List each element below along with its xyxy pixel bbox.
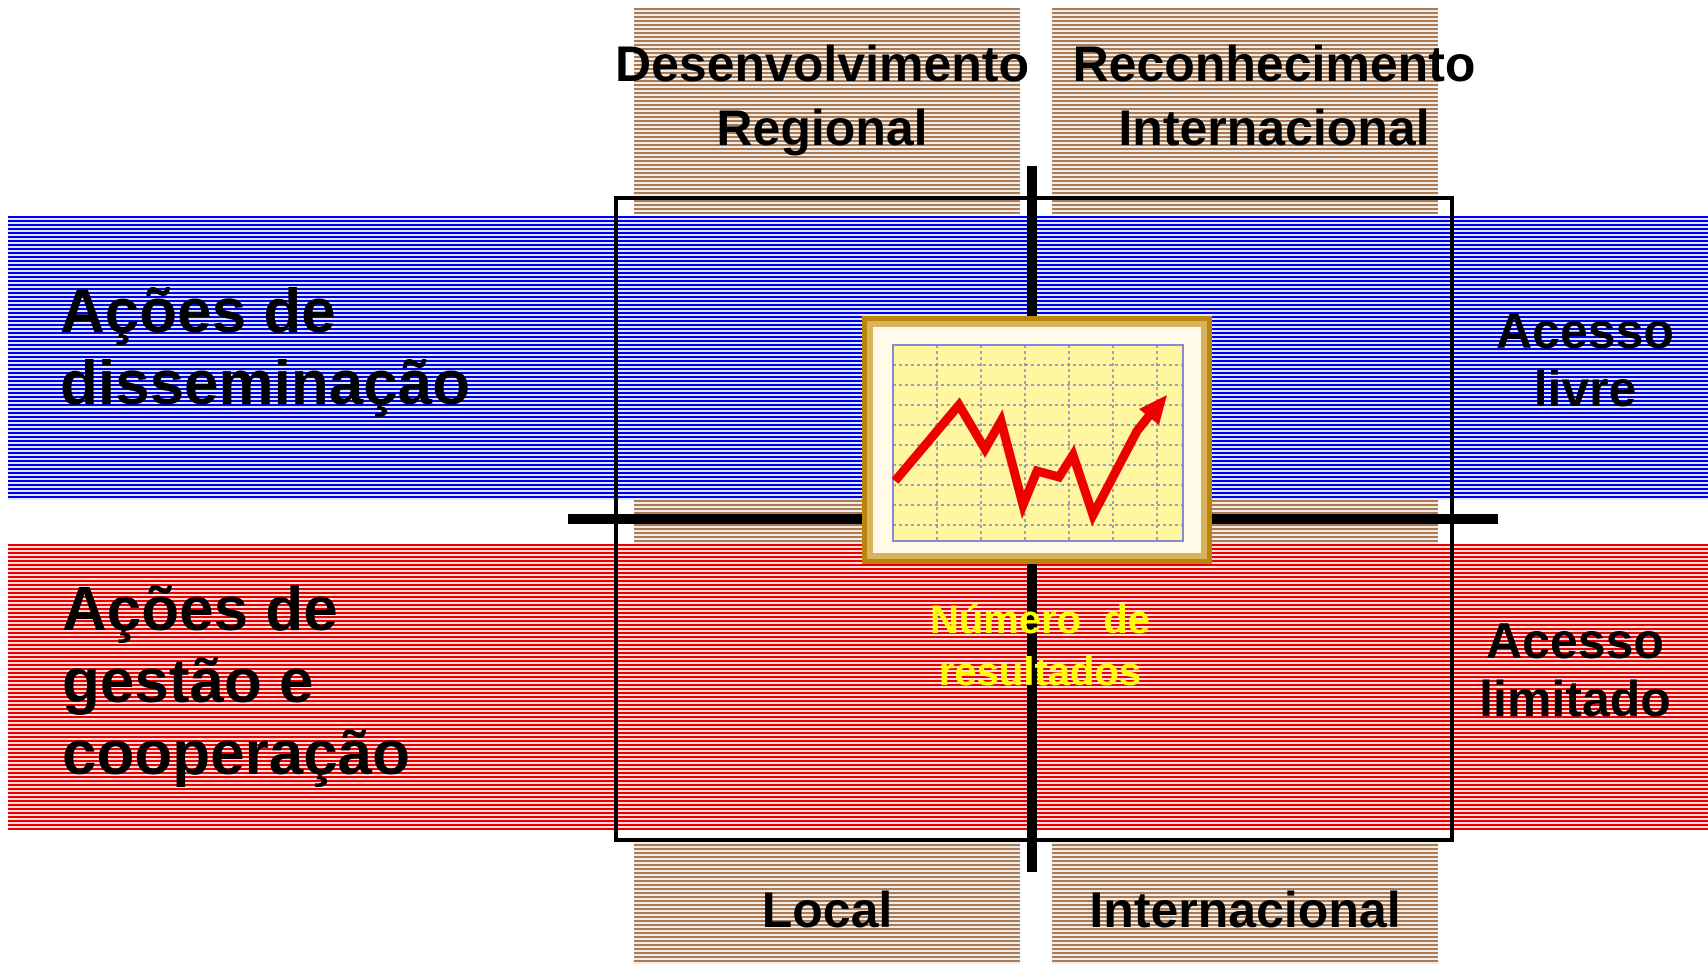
side-label-limited-access-line2: limitado: [1479, 671, 1671, 727]
column-right-top: [1052, 8, 1438, 214]
row-band-management: [8, 544, 1708, 830]
column-footer-right: Internacional: [1089, 882, 1401, 938]
column-header-right-line1: Reconhecimento: [1072, 36, 1476, 92]
side-label-limited-access-line1: Acesso: [1486, 613, 1664, 669]
column-header-right-line2: Internacional: [1118, 100, 1430, 156]
side-label-free-access: Acesso livre: [1468, 302, 1702, 418]
column-footer-left: Local: [761, 882, 893, 938]
column-header-left-line2: Regional: [716, 100, 928, 156]
side-label-free-access-line2: livre: [1533, 361, 1637, 417]
results-caption-line2: resultados: [938, 650, 1142, 694]
trend-line: [891, 397, 1157, 527]
results-caption: Número de resultados: [850, 594, 1230, 698]
row-label-dissemination-line2: disseminação: [60, 348, 471, 418]
row-label-management-line1: Ações de: [62, 575, 338, 644]
line-chart-icon-graphic: [891, 344, 1184, 542]
results-caption-line1: Número de: [929, 598, 1151, 642]
side-label-limited-access: Acesso limitado: [1458, 612, 1692, 728]
row-label-dissemination-line1: Ações de: [60, 277, 336, 346]
row-label-management: Ações de gestão e cooperação: [62, 574, 410, 790]
column-header-right: Reconhecimento Internacional: [1014, 32, 1534, 160]
row-label-dissemination: Ações de disseminação: [60, 276, 470, 420]
trend-arrowhead: [1139, 395, 1167, 425]
row-label-management-line2: gestão e: [62, 646, 314, 716]
line-chart-icon: [862, 316, 1212, 564]
row-label-management-line3: cooperação: [62, 718, 411, 788]
side-label-free-access-line1: Acesso: [1496, 303, 1674, 359]
column-left-top: [634, 8, 1020, 214]
column-header-left-line1: Desenvolvimento: [614, 36, 1029, 92]
column-right-bottom: [1052, 840, 1438, 964]
row-band-dissemination: [8, 216, 1708, 500]
column-left-bottom: [634, 840, 1020, 964]
column-header-left: Desenvolvimento Regional: [562, 32, 1082, 160]
